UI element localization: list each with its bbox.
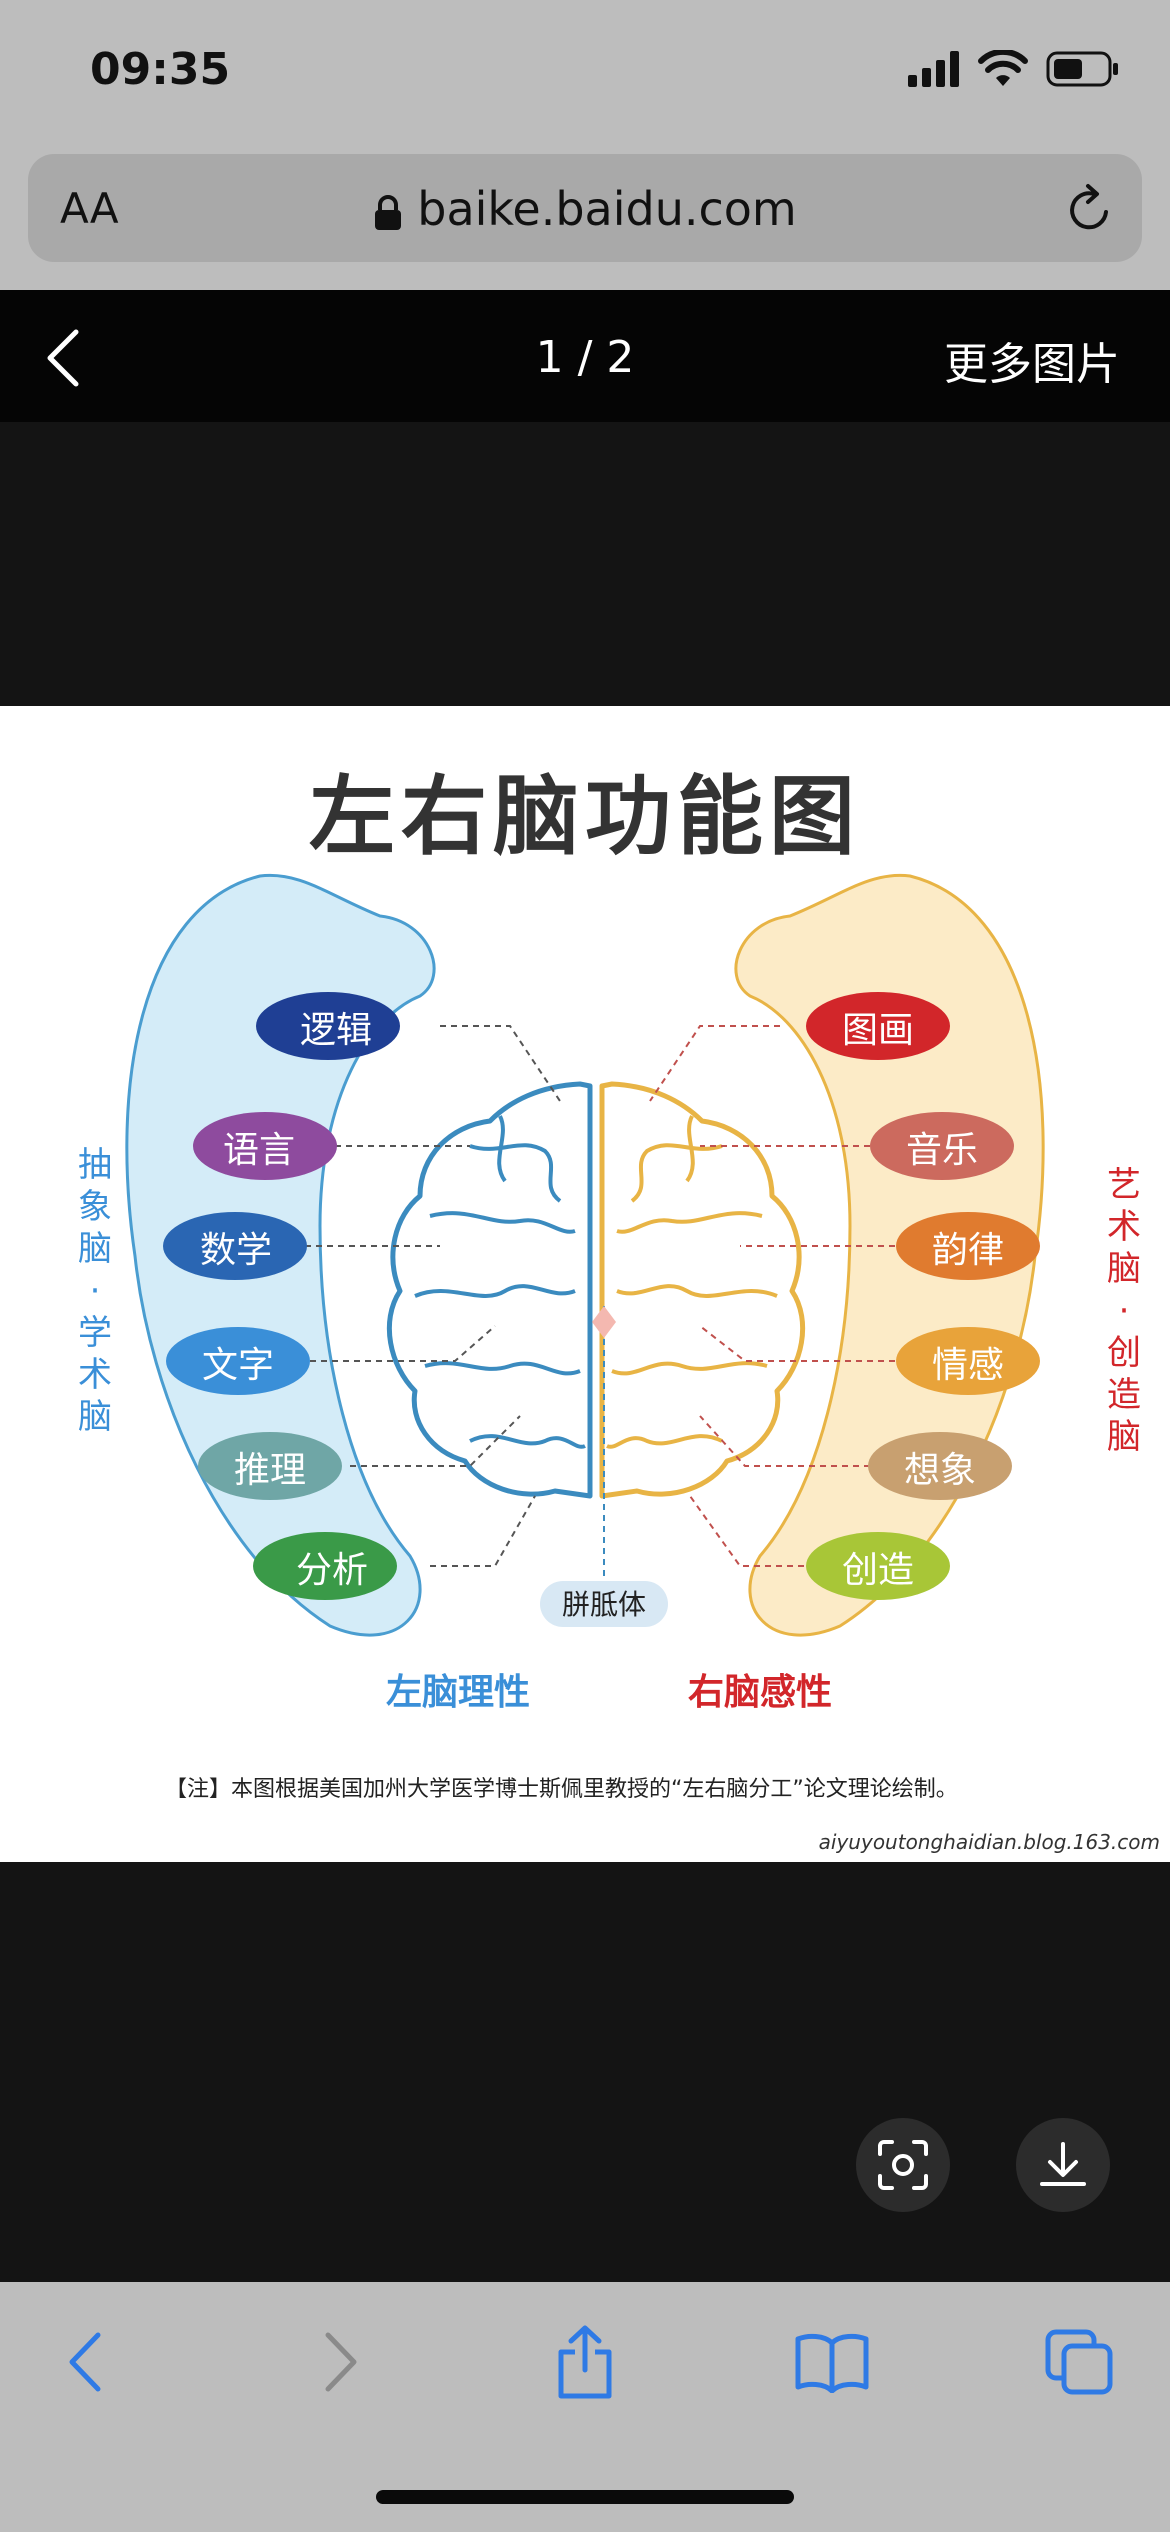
diagram-title: 左右脑功能图 (309, 767, 861, 867)
right-pills: 图画 音乐 韵律 情感 想象 创造 (806, 992, 1040, 1600)
svg-text:韵律: 韵律 (932, 1230, 1004, 1271)
home-indicator (376, 2490, 794, 2504)
nav-forward-button[interactable] (300, 2322, 380, 2402)
left-item-math: 数学 (163, 1212, 307, 1280)
reload-icon[interactable] (1064, 182, 1116, 236)
status-time: 09:35 (90, 44, 231, 95)
center-label-bg (540, 1581, 668, 1627)
chevron-right-icon (325, 2332, 357, 2392)
diagram-note: 【注】本图根据美国加州大学医学博士斯佩里教授的“左右脑分工”论文理论绘制。 (165, 1777, 958, 1802)
svg-text:推理: 推理 (234, 1450, 306, 1491)
right-item-emotion: 情感 (896, 1327, 1040, 1395)
svg-text:创造: 创造 (842, 1550, 914, 1591)
left-vertical-label: 抽象脑·学术脑 (78, 1145, 112, 1437)
vertical-char: 术 (78, 1355, 112, 1395)
vertical-char: 脑 (78, 1229, 112, 1269)
share-button[interactable] (545, 2322, 625, 2402)
left-item-text: 文字 (166, 1327, 310, 1395)
book-icon (795, 2333, 869, 2393)
lock-icon (375, 194, 402, 230)
wifi-icon (978, 50, 1028, 86)
download-button[interactable] (1016, 2118, 1110, 2212)
left-connectors (305, 1025, 561, 1567)
right-caption: 右脑感性 (688, 1672, 832, 1713)
svg-text:音乐: 音乐 (906, 1130, 978, 1171)
gallery-image[interactable]: 左右脑功能图 (0, 706, 1170, 1862)
svg-text:逻辑: 逻辑 (300, 1010, 372, 1051)
vertical-char: 脑 (78, 1397, 112, 1437)
tabs-button[interactable] (1040, 2322, 1120, 2402)
scan-icon (878, 2140, 928, 2190)
url-text: baike.baidu.com (417, 182, 797, 236)
share-icon (558, 2325, 612, 2399)
svg-text:情感: 情感 (932, 1345, 1004, 1386)
visual-lookup-button[interactable] (856, 2118, 950, 2212)
right-item-drawing: 图画 (806, 992, 950, 1060)
image-counter: 1 / 2 (535, 332, 635, 383)
vertical-char: 抽 (78, 1145, 112, 1185)
left-pills: 逻辑 语言 数学 文字 推理 分析 (163, 992, 400, 1600)
svg-text:数学: 数学 (200, 1230, 272, 1271)
left-item-language: 语言 (193, 1112, 337, 1180)
svg-text:图画: 图画 (842, 1010, 914, 1051)
vertical-char: 脑 (1107, 1249, 1141, 1289)
vertical-char: 艺 (1107, 1165, 1141, 1205)
vertical-char: 造 (1107, 1375, 1141, 1415)
right-vertical-label: 艺术脑·创造脑 (1107, 1165, 1141, 1457)
vertical-char: · (90, 1271, 101, 1311)
back-chevron-icon[interactable] (44, 328, 84, 388)
more-images-button[interactable]: 更多图片 (944, 339, 1120, 390)
left-caption: 左脑理性 (386, 1672, 530, 1713)
download-icon (1040, 2142, 1086, 2186)
right-brain-hemisphere (599, 1081, 806, 1499)
vertical-char: · (1119, 1291, 1130, 1331)
vertical-char: 学 (78, 1313, 112, 1353)
bookmarks-button[interactable] (792, 2322, 872, 2402)
right-item-imagination: 想象 (868, 1432, 1012, 1500)
image-watermark: aiyuyoutonghaidian.blog.163.com (818, 1830, 1160, 1854)
vertical-char: 创 (1107, 1333, 1141, 1373)
cellular-signal-icon (908, 51, 959, 87)
tabs-icon (1045, 2329, 1113, 2395)
vertical-char: 象 (78, 1187, 112, 1227)
status-bar: 09:35 (0, 0, 1170, 140)
address-bar[interactable]: AA baike.baidu.com (28, 154, 1142, 262)
gallery-header: 1 / 2 更多图片 (0, 290, 1170, 422)
status-icons (908, 50, 1120, 88)
right-item-music: 音乐 (870, 1112, 1014, 1180)
svg-text:分析: 分析 (296, 1550, 368, 1591)
right-item-rhythm: 韵律 (896, 1212, 1040, 1280)
svg-text:文字: 文字 (202, 1345, 274, 1386)
browser-address-area: AA baike.baidu.com (0, 140, 1170, 290)
center-label: 胼胝体 (562, 1588, 646, 1621)
nav-back-button[interactable] (46, 2322, 126, 2402)
right-connectors (649, 1025, 895, 1567)
left-item-logic: 逻辑 (256, 992, 400, 1060)
vertical-char: 脑 (1107, 1417, 1141, 1457)
svg-text:想象: 想象 (904, 1450, 976, 1491)
corpus-callosum-marker (592, 1306, 616, 1338)
vertical-char: 术 (1107, 1207, 1141, 1247)
left-brain-hemisphere (386, 1081, 593, 1499)
text-size-button[interactable]: AA (60, 184, 119, 233)
left-item-analysis: 分析 (253, 1532, 397, 1600)
battery-icon (1046, 51, 1118, 87)
brain-diagram: 左右脑功能图 (78, 767, 1141, 1802)
left-item-reasoning: 推理 (198, 1432, 342, 1500)
right-item-creation: 创造 (806, 1532, 950, 1600)
chevron-left-icon (69, 2332, 101, 2392)
svg-text:语言: 语言 (223, 1130, 295, 1171)
address-field[interactable]: baike.baidu.com (28, 182, 1142, 236)
